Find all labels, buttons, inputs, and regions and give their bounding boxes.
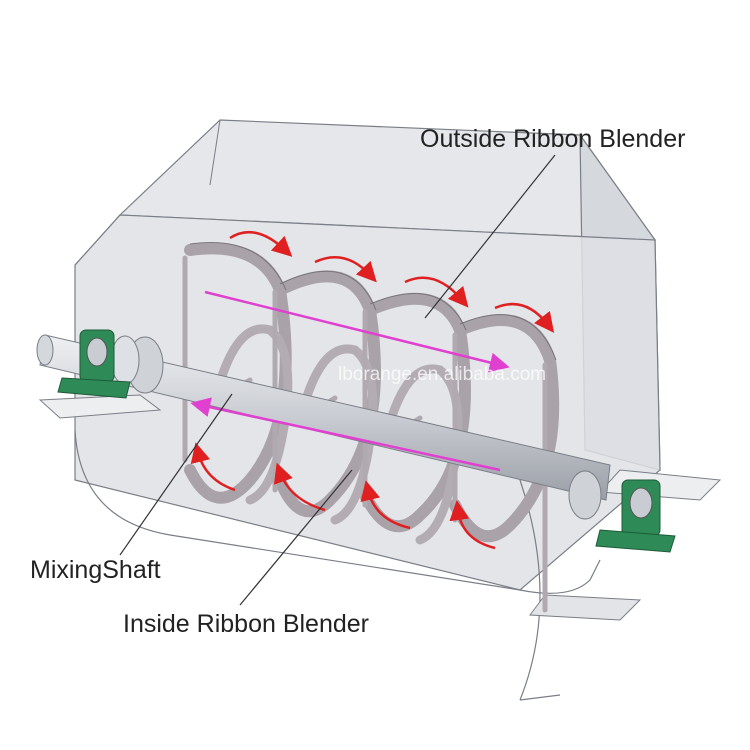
tank-trough bbox=[74, 429, 601, 594]
axial-flow-arrows bbox=[190, 290, 510, 472]
watermark: lborange.en.alibaba.com bbox=[338, 364, 547, 385]
pillow-block-bearing-icon bbox=[595, 479, 676, 553]
mixing-shaft-label: MixingShaft bbox=[30, 556, 161, 584]
inside-ribbon-label: Inside Ribbon Blender bbox=[123, 610, 369, 638]
leader-mixing-shaft bbox=[119, 393, 233, 556]
curved-arrow-icon bbox=[229, 230, 555, 333]
leader-inside-ribbon bbox=[239, 469, 353, 606]
outlet-box bbox=[529, 594, 642, 621]
axial-arrow-left bbox=[190, 397, 501, 472]
axial-arrow-right bbox=[204, 290, 510, 373]
leader-outside-ribbon bbox=[424, 154, 556, 319]
mixing-shaft bbox=[36, 334, 611, 520]
shaft-collar-right bbox=[568, 470, 602, 520]
curved-arrow-icon bbox=[190, 442, 496, 550]
leader-lines bbox=[119, 154, 556, 606]
pillow-block-bearing-icon bbox=[57, 329, 131, 399]
outside-ribbon-label: Outside Ribbon Blender bbox=[420, 125, 686, 153]
